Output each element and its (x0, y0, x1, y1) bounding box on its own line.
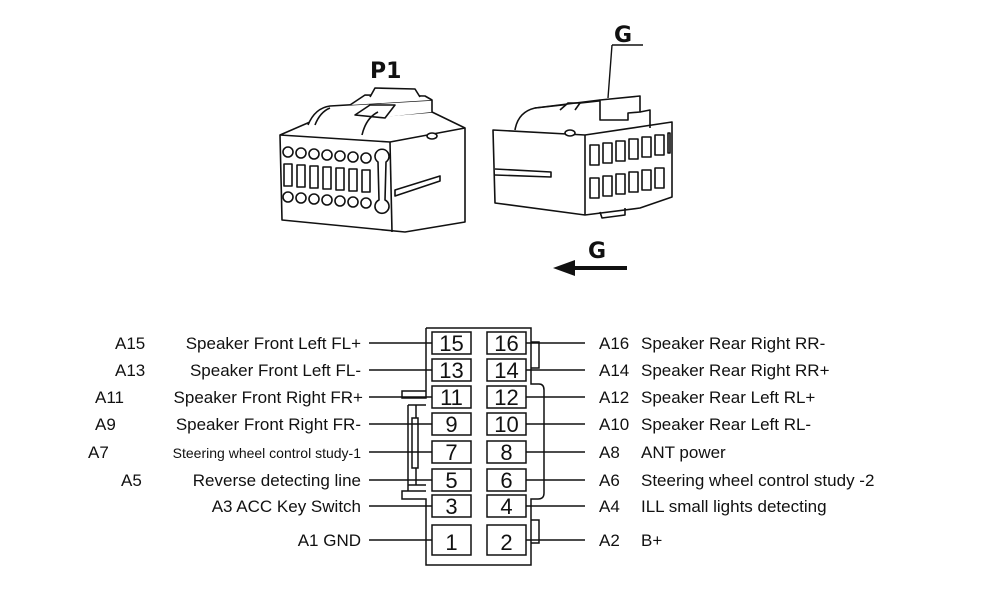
p1-bottom-holes (282, 191, 372, 209)
pin-code: A11 (95, 388, 124, 407)
pin-16: 16 (486, 331, 527, 356)
pin-box (486, 524, 527, 556)
pin-number: 13 (439, 358, 463, 383)
pin-12: 12 (486, 385, 527, 410)
pin-code: A12 (599, 388, 629, 407)
pin-number: 16 (494, 331, 518, 356)
pin-number: 15 (439, 331, 463, 356)
pin-number: 11 (440, 385, 463, 410)
pin-label-a15: A15 Speaker Front Left FL+ (115, 334, 361, 353)
pin-14: 14 (486, 358, 527, 383)
connector-pinout-frame (401, 327, 545, 566)
pin-desc: Speaker Front Right FR- (176, 415, 361, 434)
rear-upper-slots (589, 132, 671, 166)
guide-leader-line (607, 44, 643, 99)
pin-number: 3 (445, 494, 457, 519)
pin-number: 12 (494, 385, 518, 410)
pin-3: 3 (431, 494, 472, 519)
pin-number: 1 (445, 530, 457, 555)
connector-p1-illustration (279, 87, 466, 233)
pin-code: A14 (599, 361, 629, 380)
pin-number: 2 (500, 530, 512, 555)
pin-number: 14 (494, 358, 518, 383)
pin-desc: Steering wheel control study -2 (641, 471, 874, 490)
p1-top-holes (282, 146, 372, 164)
pin-code: A13 (115, 361, 145, 380)
pin-8: 8 (486, 440, 527, 465)
pin-10: 10 (486, 412, 527, 437)
pin-desc: ILL small lights detecting (641, 497, 827, 516)
pin-13: 13 (431, 358, 472, 383)
pin-label-a5: A5 Reverse detecting line (121, 471, 361, 490)
rear-lower-slots (589, 167, 665, 199)
pin-2: 2 (486, 524, 527, 556)
pin-label-a11: A11 Speaker Front Right FR+ (95, 388, 363, 407)
pin-number: 7 (445, 440, 457, 465)
pin-label-a3: A3 ACC Key Switch (212, 497, 361, 516)
pin-code: A15 (115, 334, 145, 353)
pin-code: A10 (599, 415, 629, 434)
pin-number: 5 (445, 468, 457, 493)
pin-code: A8 (599, 443, 620, 462)
pin-desc: Steering wheel control study-1 (173, 445, 362, 461)
pin-desc: B+ (641, 531, 662, 550)
pin-number: 10 (494, 412, 518, 437)
pin-number: 9 (445, 412, 457, 437)
pin-number: 4 (500, 494, 512, 519)
connector-label: P1 (370, 59, 401, 84)
pin-label-a8: A8 ANT power (599, 443, 726, 462)
pin-6: 6 (486, 468, 527, 493)
guide-label-top: G (614, 23, 632, 48)
pin-number: 6 (500, 468, 512, 493)
pin-5: 5 (431, 468, 472, 493)
pin-15: 15 (431, 331, 472, 356)
pin-desc: Speaker Rear Left RL+ (641, 388, 815, 407)
pin-code: A16 (599, 334, 629, 353)
pin-desc: ANT power (641, 443, 726, 462)
pin-label-a10: A10 Speaker Rear Left RL- (599, 415, 811, 434)
pin-code: A7 (88, 443, 109, 462)
pin-label-a1: A1 GND (298, 531, 361, 550)
pin-label-a16: A16 Speaker Rear Right RR- (599, 334, 825, 353)
guide-label-arrow: G (588, 239, 606, 264)
pin-4: 4 (486, 494, 527, 519)
pin-code: A2 (599, 531, 620, 550)
pin-code: A4 (599, 497, 620, 516)
p1-slots (283, 163, 371, 193)
pin-11: 11 (431, 385, 472, 410)
pin-desc: Speaker Rear Right RR+ (641, 361, 830, 380)
pin-label-a14: A14 Speaker Rear Right RR+ (599, 361, 830, 380)
pin-desc: Speaker Front Right FR+ (174, 388, 364, 407)
pin-code: A5 (121, 471, 142, 490)
pin-desc: Reverse detecting line (193, 471, 361, 490)
pin-label-a4: A4 ILL small lights detecting (599, 497, 827, 516)
connector-p1-rear-illustration (492, 95, 673, 219)
pin-desc: Speaker Rear Right RR- (641, 334, 825, 353)
pin-code: A6 (599, 471, 620, 490)
pin-label-a6: A6 Steering wheel control study -2 (599, 471, 874, 490)
pin-9: 9 (431, 412, 472, 437)
pin-1: 1 (431, 524, 472, 556)
direction-arrow-left-icon (553, 260, 627, 276)
pin-7: 7 (431, 440, 472, 465)
pin-label-text: A1 GND (298, 531, 361, 550)
pin-label-a7: A7 Steering wheel control study-1 (88, 443, 361, 462)
pin-label-a9: A9 Speaker Front Right FR- (95, 415, 361, 434)
pin-desc: Speaker Rear Left RL- (641, 415, 811, 434)
pin-code: A9 (95, 415, 116, 434)
pin-label-a12: A12 Speaker Rear Left RL+ (599, 388, 815, 407)
pin-number: 8 (500, 440, 512, 465)
pin-desc: Speaker Front Left FL- (190, 361, 361, 380)
pin-label-a13: A13 Speaker Front Left FL- (115, 361, 361, 380)
pin-label-text: A3 ACC Key Switch (212, 497, 361, 516)
pin-label-a2: A2 B+ (599, 531, 662, 550)
pin-desc: Speaker Front Left FL+ (186, 334, 361, 353)
